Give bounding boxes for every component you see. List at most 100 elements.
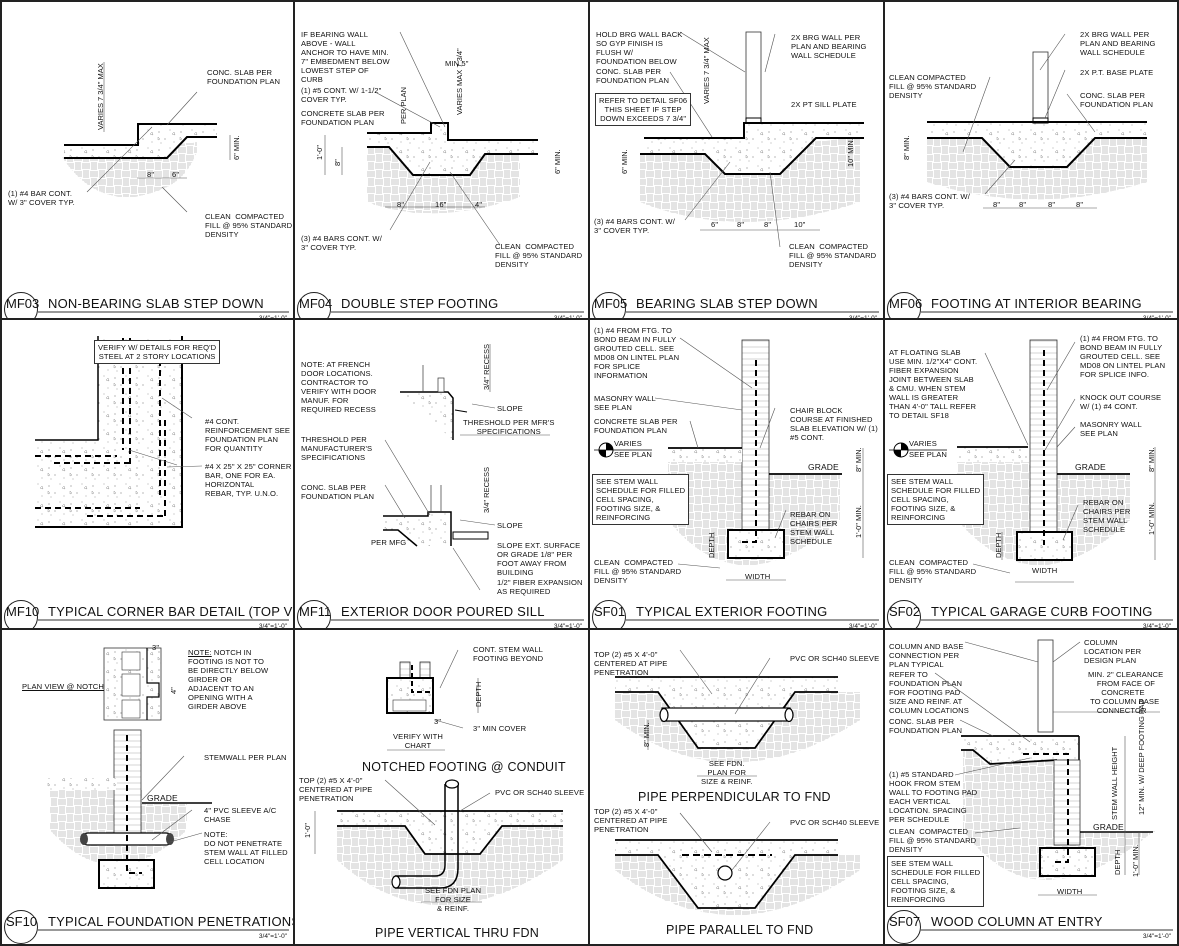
sf02-drawing <box>889 339 1156 583</box>
sf07-scale: 3/4"=1'-0" <box>1142 933 1171 940</box>
sf01-grade-label: GRADE <box>808 462 839 472</box>
sf01-drawing <box>594 337 864 581</box>
mf11-thresh2-note: THRESHOLD PER MANUFACTURER'S SPECIFICATI… <box>301 435 373 462</box>
conduit-h-dim: 1'-0" <box>303 823 312 838</box>
mf10-scale: 3/4"=1'-0" <box>258 623 287 630</box>
detail-mf05: HOLD BRG WALL BACK SO GYP FINISH IS FLUS… <box>590 0 885 320</box>
sf02-grade-label: GRADE <box>1075 462 1106 472</box>
sf02-title-block: SF02 TYPICAL GARAGE CURB FOOTING 3/4"=1'… <box>887 600 1173 628</box>
mf04-d1-dim: 8" <box>397 200 405 209</box>
sf10-notch-note-label: NOTE: <box>188 648 212 657</box>
sf01-title: TYPICAL EXTERIOR FOOTING <box>636 604 828 619</box>
sf02-seeplan-label: SEE PLAN <box>909 450 947 459</box>
sf02-tag: SF02 <box>889 604 921 619</box>
conduit-drawing <box>314 649 563 905</box>
sf07-title-block: SF07 WOOD COLUMN AT ENTRY 3/4"=1'-0" <box>887 910 1173 944</box>
sf01-min1-dim: 1'-0" MIN. <box>854 505 863 538</box>
mf06-wall-note: 2x BRG WALL PER PLAN AND BEARING WALL SC… <box>1080 30 1156 57</box>
sf07-clearance-note: MIN. 2" CLEARANCE FROM FACE OF CONCRETE … <box>1088 670 1164 715</box>
sf01-width-dim: WIDTH <box>745 572 771 581</box>
title-underline <box>626 619 879 621</box>
sf02-varies-label: VARIES <box>909 439 937 448</box>
mf11-french-note: NOTE: AT FRENCH DOOR LOCATIONS. CONTRACT… <box>301 360 377 414</box>
mf11-thresh1-note: THRESHOLD PER MFR'S SPECIFICATIONS <box>463 418 555 436</box>
mf05-min6-dim: 6" MIN. <box>620 149 629 174</box>
mf03-drawing <box>62 62 231 213</box>
title-underline <box>38 929 289 931</box>
mf05-tag: MF05 <box>594 296 628 311</box>
sf01-masonry-note: MASONRY WALL SEE PLAN <box>594 394 656 412</box>
detail-sf07: COLUMN AND BASE CONNECTION PER PLAN TYPI… <box>885 630 1179 946</box>
detail-mf06: 2x BRG WALL PER PLAN AND BEARING WALL SC… <box>885 0 1179 320</box>
detail-tag-circle <box>297 292 331 318</box>
sf10-notch-note-text: NOTCH IN FOOTING IS NOT TO BE DIRECTLY B… <box>188 648 269 711</box>
mf04-slab-note: CONCRETE SLAB PER FOUNDATION PLAN <box>301 109 385 127</box>
mf04-d2-dim: 16" <box>435 200 447 209</box>
mf06-d3-dim: 8" <box>1048 200 1056 209</box>
pipe-perpendicular-title: PIPE PERPENDICULAR TO FND <box>638 790 831 804</box>
mf05-refer-note: REFER TO DETAIL SF06 THIS SHEET IF STEP … <box>595 93 692 126</box>
detail-mf10: VERIFY W/ DETAILS FOR REQ'D STEEL AT 2 S… <box>0 320 295 630</box>
sf02-bar-note: (1) #4 FROM FTG. TO BOND BEAM IN FULLY G… <box>1080 334 1166 379</box>
mf11-recess1-dim: 3/4" RECESS <box>482 343 491 390</box>
mf04-h2-dim: 8" <box>333 159 342 166</box>
sf01-min8-dim: 8" MIN. <box>854 447 863 472</box>
mf04-tag: MF04 <box>299 296 333 311</box>
sf07-loc-note: COLUMN LOCATION PER DESIGN PLAN <box>1084 638 1142 665</box>
mf11-recess2-dim: 3/4" RECESS <box>482 466 491 513</box>
sf07-schedule-note: SEE STEM WALL SCHEDULE FOR FILLED CELL S… <box>887 856 985 907</box>
mf10-title: TYPICAL CORNER BAR DETAIL (TOP VIEW) <box>48 604 295 619</box>
mf04-bearing-note: IF BEARING WALL ABOVE - WALL ANCHOR TO H… <box>301 30 390 84</box>
mf03-dim-8: 8" <box>147 170 155 179</box>
sf02-fill-note: CLEAN COMPACTED FILL @ 95% STANDARD DENS… <box>889 558 977 585</box>
mf04-drawing <box>324 31 538 246</box>
mf06-d1-dim: 8" <box>993 200 1001 209</box>
sf01-chair-note: CHAIR BLOCK COURSE AT FINISHED SLAB ELEV… <box>790 406 878 442</box>
mf05-d2-dim: 8" <box>737 220 745 229</box>
sf10-scale: 3/4"=1'-0" <box>258 933 287 940</box>
mf11-slope2-note: SLOPE <box>497 521 523 530</box>
pipes-min-dim: 8" MIN. <box>642 722 651 747</box>
mf04-title: DOUBLE STEP FOOTING <box>341 296 499 311</box>
sf07-grade-label: GRADE <box>1093 822 1124 832</box>
pipes-sleeve2-note: PVC OR SCH40 SLEEVE <box>790 818 880 827</box>
conduit-top-note: TOP (2) #5 x 4'-0" CENTERED AT PIPE PENE… <box>299 776 373 803</box>
mf05-d3-dim: 8" <box>764 220 772 229</box>
pipe-vertical-title: PIPE VERTICAL THRU FDN <box>375 926 539 940</box>
pipe-parallel-title: PIPE PARALLEL TO FND <box>666 923 814 937</box>
detail-pipe-sleeves: TOP (2) #5 x 4'-0" CENTERED AT PIPE PENE… <box>590 630 885 946</box>
mf04-bars4-note: (3) #4 BARS CONT. W/ 3" COVER TYP. <box>301 234 382 252</box>
mf11-permfg-note: PER MFG <box>371 538 407 547</box>
conduit-depth-dim: DEPTH <box>474 681 483 707</box>
sf07-refer-note: REFER TO FOUNDATION PLAN FOR FOOTING PAD… <box>889 670 969 715</box>
sf02-depth-dim: DEPTH <box>994 532 1003 558</box>
title-underline <box>626 311 879 313</box>
sf10-tag: SF10 <box>6 914 38 929</box>
sf10-title-block: SF10 TYPICAL FOUNDATION PENETRATIONS 3/4… <box>4 910 293 944</box>
mf04-scale: 3/4"=1'-0" <box>553 315 582 320</box>
mf04-bar5-note: (1) #5 CONT. W/ 1-1/2" COVER TYP. <box>301 86 382 104</box>
mf04-d3-dim: 4" <box>475 200 483 209</box>
detail-tag-circle <box>4 600 38 628</box>
detail-mf04: IF BEARING WALL ABOVE - WALL ANCHOR TO H… <box>295 0 590 320</box>
mf11-slopeext-note: SLOPE EXT. SURFACE OR GRADE 1/8" PER FOO… <box>497 541 581 577</box>
sf02-min1-dim: 1'-0" MIN. <box>1147 502 1156 535</box>
pipes-seefdn-note: SEE FDN. PLAN FOR SIZE & REINF. <box>701 759 753 786</box>
notched-footing-title: NOTCHED FOOTING @ CONDUIT <box>362 760 566 774</box>
sf01-tag: SF01 <box>594 604 626 619</box>
title-underline <box>331 619 584 621</box>
detail-mf03: VARIES 7 3/4" MAX CONC. SLAB PER FOUNDAT… <box>0 0 295 320</box>
mf10-cont-note: #4 CONT. REINFORCEMENT SEE FOUNDATION PL… <box>205 417 291 453</box>
mf05-d1-dim: 6" <box>711 220 719 229</box>
sf07-width-dim: WIDTH <box>1057 887 1083 896</box>
mf03-scale: 3/4"=1'-0" <box>258 315 287 320</box>
title-underline <box>38 311 289 313</box>
mf03-title: NON-BEARING SLAB STEP DOWN <box>48 296 264 311</box>
title-underline <box>921 311 1173 313</box>
mf10-verify-note: VERIFY W/ DETAILS FOR REQ'D STEEL AT 2 S… <box>94 340 221 364</box>
mf05-bars-note: (3) #4 BARS CONT. W/ 3" COVER TYP. <box>594 217 675 235</box>
mf06-min-dim: 8" MIN. <box>902 135 911 160</box>
mf03-dim-6: 6" <box>172 170 180 179</box>
title-underline <box>921 929 1173 931</box>
elevation-marker-icon <box>889 442 947 458</box>
